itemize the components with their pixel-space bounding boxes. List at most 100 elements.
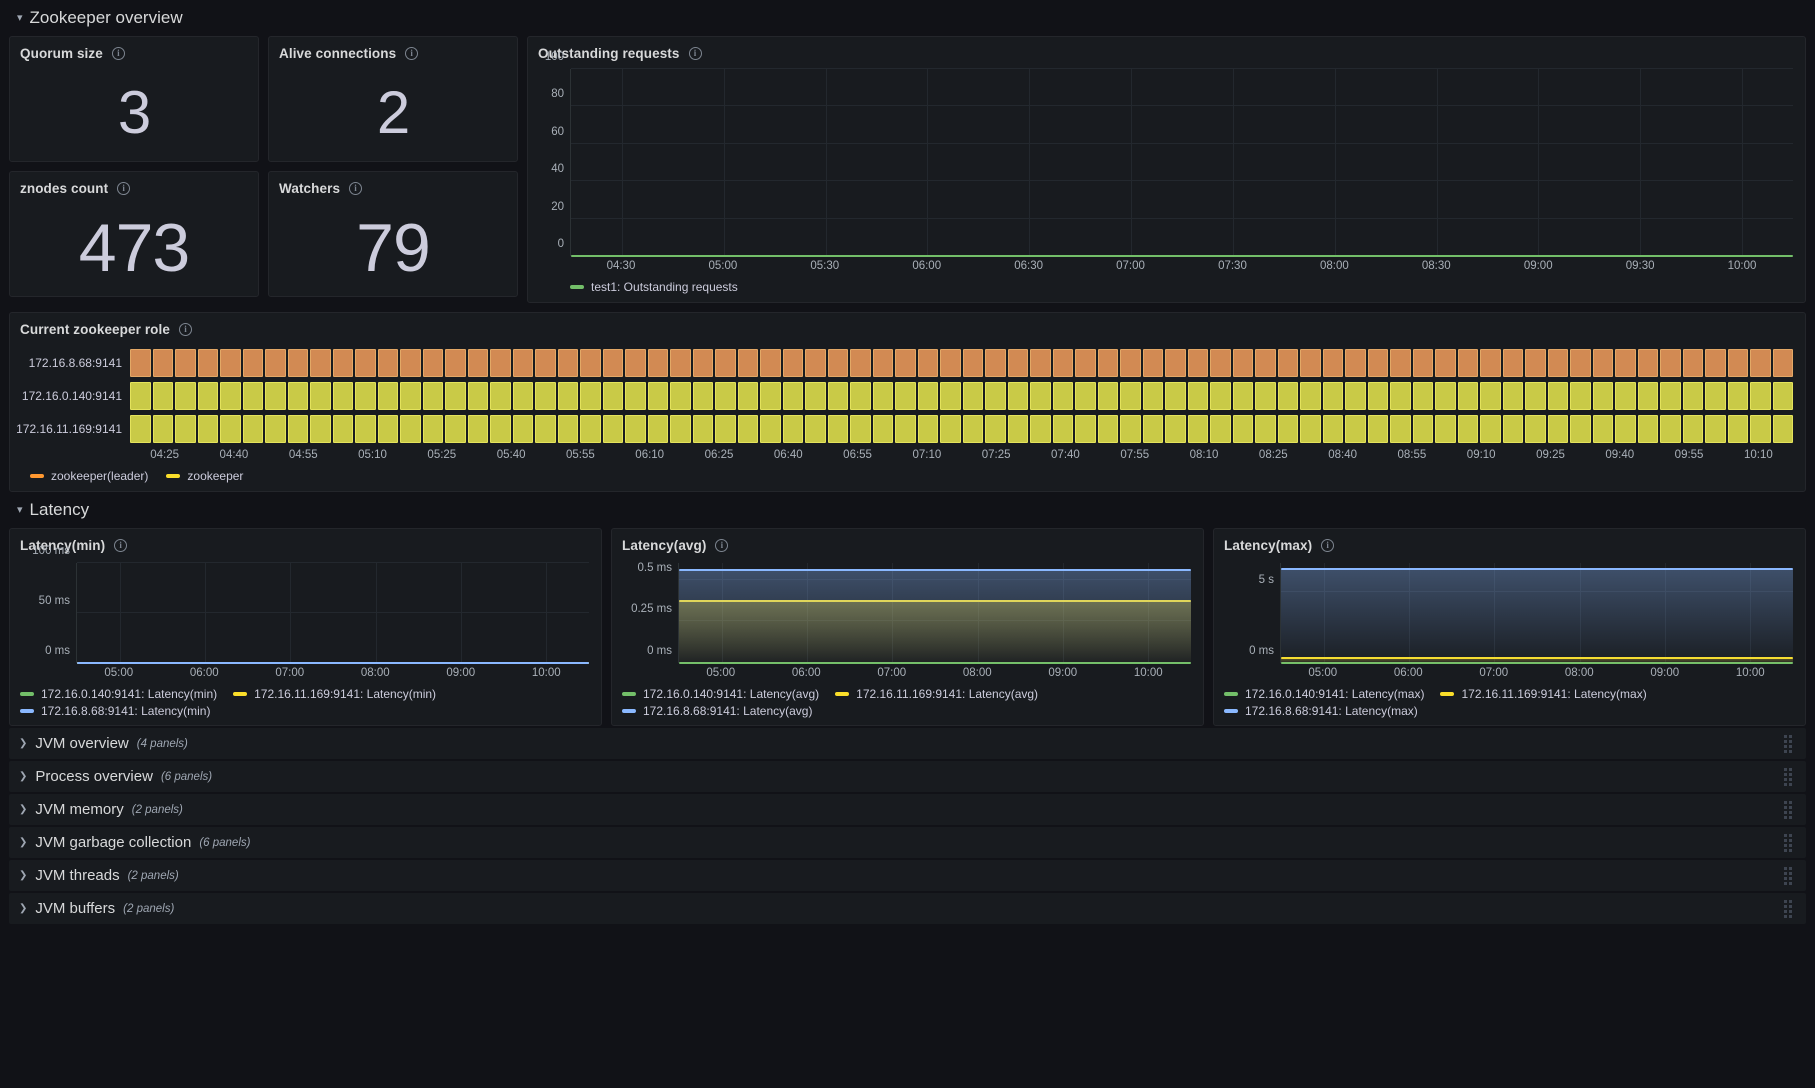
timeline-cell[interactable] bbox=[197, 349, 218, 378]
timeline-cell[interactable] bbox=[310, 414, 331, 443]
timeline-cell[interactable] bbox=[1457, 414, 1478, 443]
timeline-cell[interactable] bbox=[1142, 414, 1163, 443]
timeline-cell[interactable] bbox=[512, 414, 533, 443]
timeline-cell[interactable] bbox=[940, 349, 961, 378]
timeline-cell[interactable] bbox=[1772, 382, 1793, 410]
timeline-cell[interactable] bbox=[1637, 349, 1658, 378]
timeline-cell[interactable] bbox=[737, 414, 758, 443]
timeline-cell[interactable] bbox=[917, 414, 938, 443]
timeline-cell[interactable] bbox=[1165, 349, 1186, 378]
timeline-cell[interactable] bbox=[1007, 382, 1028, 410]
timeline-cell[interactable] bbox=[175, 349, 196, 378]
timeline-cell[interactable] bbox=[782, 414, 803, 443]
drag-handle-icon[interactable] bbox=[1784, 734, 1792, 753]
timeline-cell[interactable] bbox=[1210, 382, 1231, 410]
timeline-cell[interactable] bbox=[1547, 382, 1568, 410]
timeline-cell[interactable] bbox=[1705, 349, 1726, 378]
drag-handle-icon[interactable] bbox=[1784, 866, 1792, 885]
timeline-cell[interactable] bbox=[1322, 382, 1343, 410]
timeline-cell[interactable] bbox=[422, 349, 443, 378]
timeline-cell[interactable] bbox=[985, 414, 1006, 443]
timeline-cell[interactable] bbox=[445, 349, 466, 378]
timeline-cell[interactable] bbox=[467, 414, 488, 443]
legend-item[interactable]: 172.16.0.140:9141: Latency(max) bbox=[1224, 687, 1424, 701]
timeline-cell[interactable] bbox=[1592, 382, 1613, 410]
timeline-cell[interactable] bbox=[1412, 382, 1433, 410]
timeline-cell[interactable] bbox=[332, 349, 353, 378]
timeline-cell[interactable] bbox=[580, 414, 601, 443]
timeline-cell[interactable] bbox=[557, 382, 578, 410]
timeline-cell[interactable] bbox=[1412, 414, 1433, 443]
timeline-cell[interactable] bbox=[1030, 414, 1051, 443]
timeline-cell[interactable] bbox=[715, 349, 736, 378]
timeline-cell[interactable] bbox=[1345, 414, 1366, 443]
timeline-cell[interactable] bbox=[1255, 349, 1276, 378]
info-icon[interactable]: i bbox=[117, 182, 131, 195]
timeline-cell[interactable] bbox=[557, 349, 578, 378]
timeline-cell[interactable] bbox=[1390, 349, 1411, 378]
timeline-cell[interactable] bbox=[670, 349, 691, 378]
timeline-cell[interactable] bbox=[377, 414, 398, 443]
legend-item[interactable]: 172.16.8.68:9141: Latency(min) bbox=[20, 704, 210, 718]
timeline-cell[interactable] bbox=[625, 382, 646, 410]
timeline-cell[interactable] bbox=[535, 414, 556, 443]
collapsed-row-jvm-memory[interactable]: ❯JVM memory(2 panels) bbox=[9, 794, 1806, 825]
drag-handle-icon[interactable] bbox=[1784, 767, 1792, 786]
timeline-cell[interactable] bbox=[130, 349, 151, 378]
timeline-cell[interactable] bbox=[220, 349, 241, 378]
timeline-cell[interactable] bbox=[1637, 414, 1658, 443]
timeline-cell[interactable] bbox=[1480, 349, 1501, 378]
timeline-cell[interactable] bbox=[692, 349, 713, 378]
timeline-cell[interactable] bbox=[1682, 414, 1703, 443]
timeline-cell[interactable] bbox=[1592, 349, 1613, 378]
row-header-zookeeper-overview[interactable]: ▾ Zookeeper overview bbox=[9, 0, 1806, 36]
legend-item[interactable]: 172.16.0.140:9141: Latency(avg) bbox=[622, 687, 819, 701]
timeline-cell[interactable] bbox=[692, 382, 713, 410]
info-icon[interactable]: i bbox=[1321, 539, 1335, 552]
timeline-cell[interactable] bbox=[1187, 382, 1208, 410]
timeline-cell[interactable] bbox=[1390, 414, 1411, 443]
timeline-cell[interactable] bbox=[1165, 414, 1186, 443]
timeline-cell[interactable] bbox=[850, 382, 871, 410]
timeline-cell[interactable] bbox=[1750, 349, 1771, 378]
legend-item[interactable]: test1: Outstanding requests bbox=[570, 280, 738, 294]
timeline-cell[interactable] bbox=[1165, 382, 1186, 410]
timeline-cell[interactable] bbox=[1255, 382, 1276, 410]
timeline-cell[interactable] bbox=[152, 414, 173, 443]
timeline-cell[interactable] bbox=[1120, 349, 1141, 378]
timeline-cell[interactable] bbox=[1615, 382, 1636, 410]
timeline-cell[interactable] bbox=[220, 382, 241, 410]
collapsed-row-jvm-overview[interactable]: ❯JVM overview(4 panels) bbox=[9, 728, 1806, 759]
collapsed-row-jvm-garbage-collection[interactable]: ❯JVM garbage collection(6 panels) bbox=[9, 827, 1806, 858]
legend-item[interactable]: 172.16.8.68:9141: Latency(avg) bbox=[622, 704, 812, 718]
timeline-cell[interactable] bbox=[1187, 414, 1208, 443]
legend-item[interactable]: zookeeper bbox=[166, 469, 243, 483]
timeline-cell[interactable] bbox=[1075, 414, 1096, 443]
timeline-cell[interactable] bbox=[332, 382, 353, 410]
timeline-cell[interactable] bbox=[1232, 414, 1253, 443]
timeline-cell[interactable] bbox=[1750, 382, 1771, 410]
timeline-cell[interactable] bbox=[1142, 349, 1163, 378]
timeline-cell[interactable] bbox=[1727, 414, 1748, 443]
timeline-cell[interactable] bbox=[1052, 414, 1073, 443]
timeline-cell[interactable] bbox=[400, 382, 421, 410]
timeline-cell[interactable] bbox=[827, 414, 848, 443]
timeline-cell[interactable] bbox=[377, 349, 398, 378]
timeline-cell[interactable] bbox=[625, 349, 646, 378]
info-icon[interactable]: i bbox=[715, 539, 729, 552]
timeline-cell[interactable] bbox=[400, 349, 421, 378]
timeline-cell[interactable] bbox=[1525, 414, 1546, 443]
drag-handle-icon[interactable] bbox=[1784, 800, 1792, 819]
timeline-cell[interactable] bbox=[377, 382, 398, 410]
legend-item[interactable]: 172.16.8.68:9141: Latency(max) bbox=[1224, 704, 1418, 718]
timeline-cell[interactable] bbox=[895, 414, 916, 443]
timeline-cell[interactable] bbox=[1615, 414, 1636, 443]
timeline-cell[interactable] bbox=[287, 349, 308, 378]
timeline-cell[interactable] bbox=[490, 349, 511, 378]
timeline-cell[interactable] bbox=[197, 382, 218, 410]
timeline-cell[interactable] bbox=[850, 414, 871, 443]
timeline-cell[interactable] bbox=[1592, 414, 1613, 443]
timeline-cell[interactable] bbox=[152, 382, 173, 410]
timeline-cell[interactable] bbox=[1480, 382, 1501, 410]
timeline-cell[interactable] bbox=[512, 349, 533, 378]
